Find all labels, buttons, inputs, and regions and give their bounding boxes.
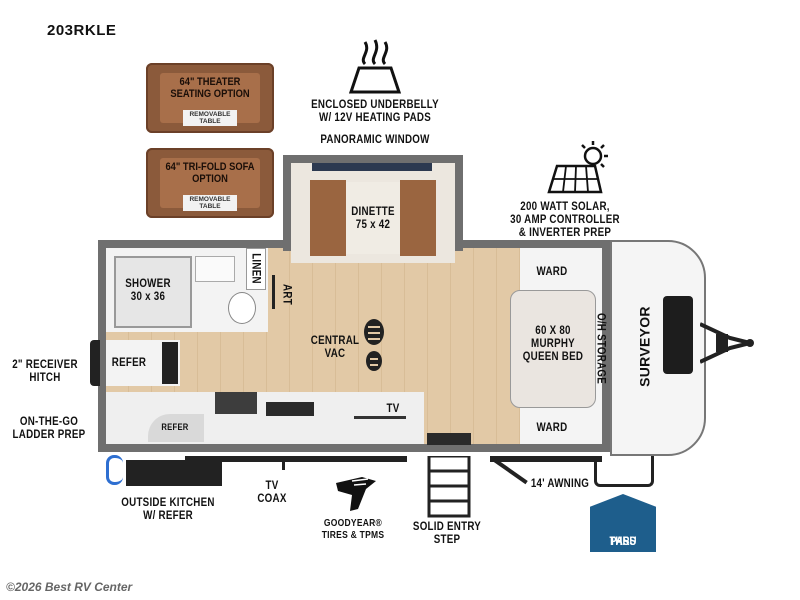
front-window bbox=[663, 296, 693, 374]
trifold-label-2: OPTION bbox=[192, 173, 228, 185]
frame-rail-left bbox=[185, 456, 407, 462]
panoramic-window bbox=[312, 163, 432, 171]
art-panel bbox=[272, 275, 275, 309]
brand-label: SURVEYOR bbox=[636, 306, 653, 387]
pass-thru-storage bbox=[594, 456, 654, 487]
solar-label: 200 WATT SOLAR,30 AMP CONTROLLER& INVERT… bbox=[510, 201, 620, 239]
dinette-table bbox=[346, 182, 400, 254]
theater-label-2: SEATING OPTION bbox=[170, 88, 250, 100]
oh-storage-label: O/H STORAGE bbox=[594, 312, 607, 385]
tv-coax-port bbox=[282, 456, 285, 470]
awning-label: 14' AWNING bbox=[530, 478, 590, 490]
kitchen-sink bbox=[266, 402, 314, 416]
outside-kitchen bbox=[126, 460, 222, 486]
goodyear-label: GOODYEAR®TIRES & TPMS bbox=[321, 518, 385, 541]
trifold-label-1: 64" TRI-FOLD SOFA bbox=[165, 161, 255, 173]
tv-label: TV bbox=[386, 403, 400, 415]
art-label: ART bbox=[280, 284, 293, 305]
refer-label: REFER bbox=[111, 357, 147, 369]
receiver-hitch bbox=[90, 340, 100, 386]
model-name: 203RKLE bbox=[47, 22, 117, 39]
theater-tag-1: REMOVABLE bbox=[189, 111, 231, 118]
toilet bbox=[228, 292, 256, 324]
theater-label-1: 64" THEATER bbox=[179, 76, 241, 88]
sewer-hose bbox=[106, 455, 123, 485]
dinette-seat-left bbox=[310, 180, 346, 256]
tv-mount bbox=[354, 416, 406, 419]
copyright: ©2026 Best RV Center bbox=[6, 580, 133, 594]
trifold-tag-2: TABLE bbox=[199, 203, 221, 210]
panoramic-window-label: PANORAMIC WINDOW bbox=[320, 134, 430, 146]
ward-bottom-label: WARD bbox=[536, 422, 568, 434]
ward-top-label: WARD bbox=[536, 266, 568, 278]
entry-door bbox=[427, 433, 471, 445]
dinette-seat-right bbox=[400, 180, 436, 256]
entry-step-icon bbox=[427, 456, 471, 518]
goodyear-icon bbox=[336, 477, 376, 511]
footprint-icon bbox=[364, 319, 384, 371]
outside-refer bbox=[148, 414, 204, 442]
frame-rail-right bbox=[490, 456, 602, 462]
murphy-bed bbox=[510, 290, 596, 408]
trifold-tag-1: REMOVABLE bbox=[189, 196, 231, 203]
heating-pad-icon bbox=[348, 39, 402, 94]
shower bbox=[114, 256, 192, 328]
sink bbox=[195, 256, 235, 282]
theater-tag-2: TABLE bbox=[199, 118, 221, 125]
linen-cabinet bbox=[246, 248, 266, 290]
solar-panel-icon bbox=[547, 141, 608, 194]
hitch-icon bbox=[700, 322, 754, 364]
refer-small-label: REFER bbox=[161, 422, 189, 432]
stove bbox=[215, 392, 257, 414]
linen-label: LINEN bbox=[249, 253, 262, 284]
